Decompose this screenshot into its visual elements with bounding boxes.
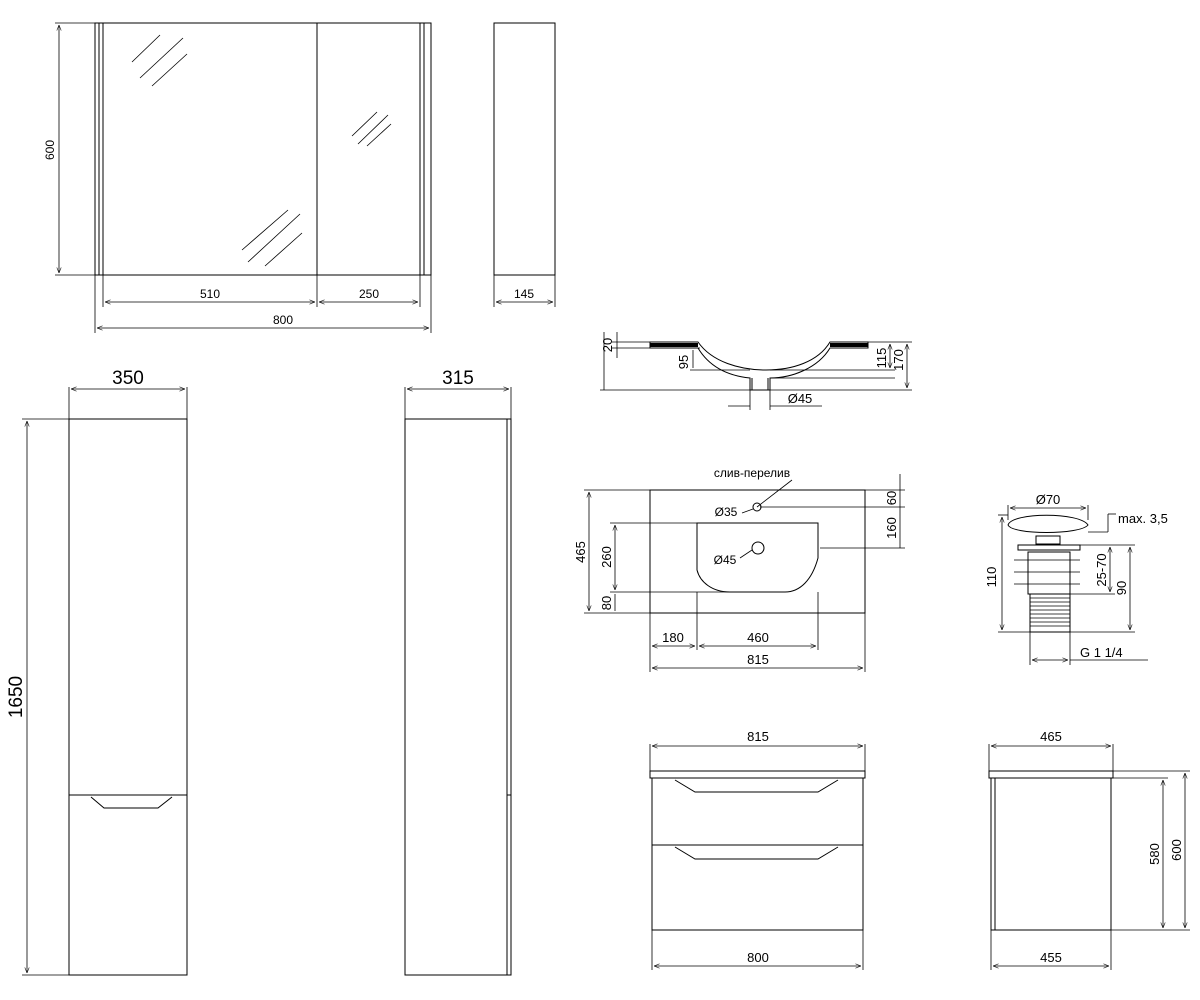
valve-height-label: 110 [984,567,999,588]
sink-top-view: слив-перелив Ø35 Ø45 465 260 80 60 160 1… [573,466,905,672]
drain-valve: Ø70 max. 3,5 110 25-70 90 G 1 1/4 [984,492,1168,665]
sink-left-offset-label: 180 [662,630,684,645]
vanity-bottom-width-label: 800 [747,950,769,965]
mirror-cabinet-side: 145 [493,22,556,307]
valve-body-label: 90 [1114,581,1129,595]
sink-total-height-label: 170 [891,349,906,371]
vanity-top-depth-label: 465 [1040,729,1062,744]
valve-adjust-label: 25-70 [1094,553,1109,586]
vanity-body-height-label: 580 [1147,843,1162,865]
thread-lines [1030,597,1070,627]
valve-cap-label: Ø70 [1036,492,1061,507]
mirror-width-dimensions: 510 250 800 [94,275,432,333]
overflow-hole-label: Ø35 [715,505,738,519]
sink-bowl-depth-label: 95 [676,355,691,369]
mirror-left-width-label: 510 [200,287,220,301]
mirror-height-dimension: 600 [43,22,95,276]
mirror-reflection-marks [131,34,392,267]
sink-back-offset-a-label: 60 [884,491,899,505]
vanity-side: 465 455 580 600 [988,729,1190,970]
mirror-right-width-label: 250 [359,287,379,301]
sink-depth-total-label: 465 [573,541,588,563]
sink-bowl-depth-top-label: 260 [599,546,614,568]
vanity-bottom-depth-label: 455 [1040,950,1062,965]
mirror-total-width-label: 800 [273,313,293,327]
vanity-top-width-label: 815 [747,729,769,744]
tall-cabinet-side: 315 [404,368,512,976]
tap-hole-label: Ø45 [714,553,737,567]
sink-cross-section: 20 95 115 170 Ø45 [600,332,912,410]
tall-front-width-label: 350 [112,368,144,389]
sink-inner-height-label: 115 [874,348,889,369]
valve-thread-label: G 1 1/4 [1080,645,1123,660]
tall-cabinet-front: 350 1650 [6,368,188,976]
overflow-label: слив-перелив [714,466,790,480]
sink-width-total-label: 815 [747,652,769,667]
mirror-cabinet-front [94,22,432,276]
tall-side-width-label: 315 [442,368,474,389]
vanity-front: 815 800 [649,729,866,970]
tall-height-label: 1650 [6,676,27,718]
sink-back-offset-b-label: 160 [884,517,899,539]
valve-max-label: max. 3,5 [1118,511,1168,526]
sink-drain-label: Ø45 [788,391,813,406]
sink-rim-label: 20 [600,338,615,352]
mirror-depth-label: 145 [514,287,534,301]
mirror-height-label: 600 [43,140,57,160]
vanity-total-height-label: 600 [1169,839,1184,861]
sink-front-offset-label: 80 [599,596,614,610]
sink-bowl-width-label: 460 [747,630,769,645]
